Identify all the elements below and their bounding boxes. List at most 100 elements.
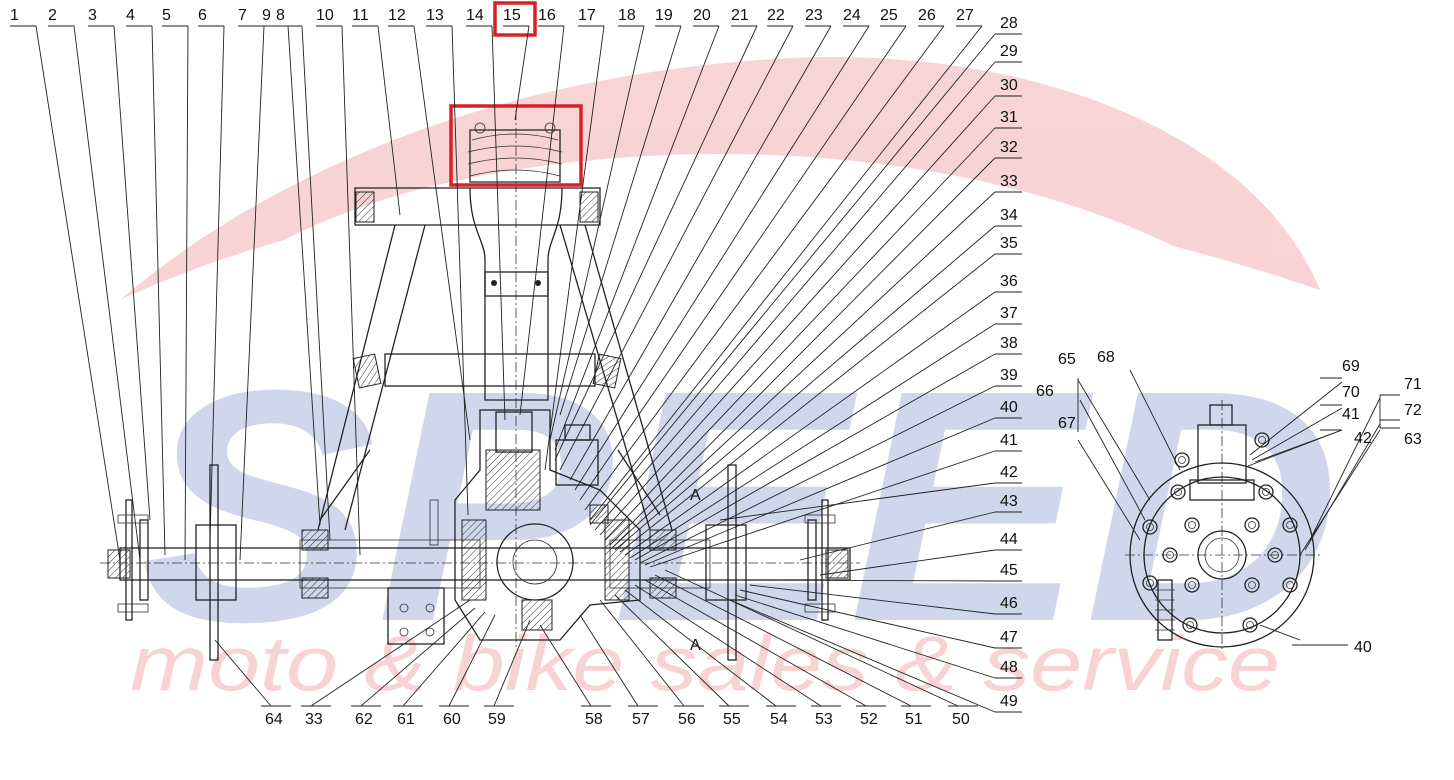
leader-line xyxy=(1077,439,1141,541)
leader-line xyxy=(744,579,996,582)
bolt-inner xyxy=(1178,456,1186,464)
leader-line xyxy=(644,417,996,566)
callout-59: 59 xyxy=(488,711,506,728)
leader-line xyxy=(639,385,996,564)
callout-13: 13 xyxy=(426,7,444,24)
leader-line xyxy=(413,25,471,441)
callout-45: 45 xyxy=(1000,562,1018,579)
leader-line xyxy=(589,33,996,526)
callout-44: 44 xyxy=(1000,531,1018,548)
leader-line xyxy=(1077,379,1151,501)
leader-line xyxy=(287,25,321,526)
side-view-bolts xyxy=(1142,432,1298,633)
callout-38: 38 xyxy=(1000,335,1018,352)
leader-line xyxy=(514,25,530,121)
leader-line xyxy=(604,127,996,541)
callout-65: 65 xyxy=(1058,351,1076,368)
leader-line xyxy=(624,291,996,556)
callout-50: 50 xyxy=(952,711,970,728)
callout-35: 35 xyxy=(1000,235,1018,252)
callout-32: 32 xyxy=(1000,139,1018,156)
leader-line xyxy=(544,25,605,471)
callout-5: 5 xyxy=(162,7,171,24)
watermark-swoosh xyxy=(120,56,1320,300)
callout-41: 41 xyxy=(1342,406,1360,423)
bolt-inner xyxy=(1262,488,1270,496)
bolt-head xyxy=(1182,617,1198,633)
callout-64: 64 xyxy=(265,711,283,728)
callout-25: 25 xyxy=(880,7,898,24)
callout-7: 7 xyxy=(238,7,247,24)
callout-71: 71 xyxy=(1404,376,1422,393)
leader-line xyxy=(448,614,496,707)
svg-text:A: A xyxy=(690,487,701,504)
bolt-head xyxy=(1282,577,1298,593)
callout-34: 34 xyxy=(1000,207,1018,224)
callout-31: 31 xyxy=(1000,109,1018,126)
callout-72: 72 xyxy=(1404,402,1422,419)
bolt-inner xyxy=(1188,581,1196,589)
bolt-inner xyxy=(1166,551,1174,559)
leader-line xyxy=(549,25,645,441)
watermark-logo: SPEED moto & bike sales & service xyxy=(120,56,1340,707)
leader-line xyxy=(1259,624,1301,641)
leader-line xyxy=(634,584,822,707)
bolt-head xyxy=(1184,517,1200,533)
leader-line xyxy=(310,599,471,707)
bolt-inner xyxy=(1186,621,1194,629)
leader-line xyxy=(579,25,907,501)
bolt-inner xyxy=(1146,523,1154,531)
leader-line xyxy=(654,574,912,707)
leader-line xyxy=(579,614,639,707)
leader-line xyxy=(1309,397,1381,541)
bolt-inner xyxy=(1246,621,1254,629)
leader-line xyxy=(451,25,469,516)
bolt-head xyxy=(1244,517,1260,533)
leader-line xyxy=(1304,423,1381,551)
leader-line xyxy=(619,253,996,553)
leader-line xyxy=(594,61,996,531)
callout-40: 40 xyxy=(1354,639,1372,656)
leader-line xyxy=(73,25,141,561)
leader-line xyxy=(559,25,794,471)
callout-69: 69 xyxy=(1342,358,1360,375)
callout-47: 47 xyxy=(1000,629,1018,646)
bolt-inner xyxy=(1146,579,1154,587)
bolt-head xyxy=(1184,577,1200,593)
leader-line xyxy=(734,594,996,679)
leader-line xyxy=(1079,399,1146,521)
bolt-head xyxy=(1242,617,1258,633)
callout-17: 17 xyxy=(578,7,596,24)
leader-line xyxy=(614,225,996,551)
bolt-inner xyxy=(1248,581,1256,589)
leader-line xyxy=(589,25,983,521)
callout-11: 11 xyxy=(352,7,369,24)
leader-line xyxy=(634,353,996,561)
bolt-head xyxy=(1244,577,1260,593)
callout-19: 19 xyxy=(655,7,673,24)
leader-line xyxy=(611,191,996,549)
leader-line xyxy=(151,25,166,556)
callout-56: 56 xyxy=(678,711,696,728)
callout-60: 60 xyxy=(443,711,461,728)
leader-line xyxy=(569,25,832,481)
leader-line xyxy=(493,619,531,707)
bolt-inner xyxy=(1286,581,1294,589)
leader-line xyxy=(519,25,565,416)
callout-6: 6 xyxy=(198,7,207,24)
callout-49: 49 xyxy=(1000,693,1018,710)
leader-line xyxy=(799,511,996,561)
callout-29: 29 xyxy=(1000,43,1018,60)
boot-bellows xyxy=(467,122,563,183)
callout-36: 36 xyxy=(1000,273,1018,290)
leader-line xyxy=(35,25,121,561)
callout-18: 18 xyxy=(618,7,636,24)
callout-53: 53 xyxy=(815,711,833,728)
callout-42: 42 xyxy=(1000,464,1018,481)
callout-1: 1 xyxy=(10,7,19,24)
leader-line xyxy=(614,594,730,707)
leader-line xyxy=(739,589,996,649)
